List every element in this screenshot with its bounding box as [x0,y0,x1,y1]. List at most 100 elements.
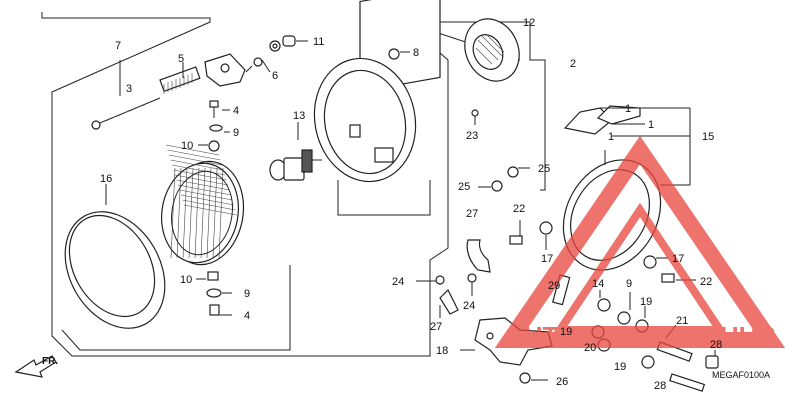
rubber-19-c [641,355,655,369]
washer-9-lower [206,288,232,298]
callout-1-c: 1 [608,131,614,143]
callout-2: 2 [570,58,576,70]
screw-24-a [416,275,445,285]
watermark-text-left: AUTO [505,321,578,351]
callout-22-left: 22 [513,203,525,215]
nut-25-a [507,166,530,178]
callout-labels: 7 5 3 11 6 8 12 2 4 9 10 13 23 16 10 9 4… [100,17,770,392]
lens-grille-line [176,167,182,259]
callout-26: 26 [556,376,568,388]
callout-19-b: 19 [560,326,572,338]
callout-12: 12 [523,17,535,29]
collar-11 [282,35,308,47]
callout-7: 7 [115,40,121,52]
callout-27-b: 27 [430,321,442,333]
washer-9-right [617,292,631,325]
callout-28-a: 28 [710,339,722,351]
callout-20: 20 [584,342,596,354]
nut-25-b [478,180,503,192]
callout-14: 14 [592,278,604,290]
lens-grille-line [212,167,218,259]
washer-10-lower [196,271,219,281]
diagram-code: MEGAF0100A [712,370,770,380]
lens-grille-line [167,149,221,161]
callout-10-lower: 10 [180,274,192,286]
watermark-text-right: HUB [720,321,776,351]
direction-label: FR. [42,356,58,367]
lens-grille-line [180,194,235,206]
callout-6: 6 [272,70,278,82]
grommet-17-left [539,221,553,250]
callout-28-b: 28 [654,380,666,392]
washer-9-upper [209,124,230,133]
bolt-29 [552,274,571,306]
callout-27-a: 27 [466,208,478,220]
adjust-spring [159,62,201,94]
callout-17-left: 17 [541,253,553,265]
collar-14 [597,290,611,312]
callout-29: 29 [548,280,560,292]
watermark-logo: AUTO MOTO HUB [494,135,786,351]
callout-21: 21 [676,315,688,327]
callout-4-upper: 4 [233,105,239,117]
callout-19-c: 19 [614,361,626,373]
front-direction-arrow: FR. [14,355,58,378]
callout-9-upper: 9 [233,127,239,139]
label-stickers [563,105,691,186]
callout-24-a: 24 [392,276,404,288]
grommet-17-right [643,255,668,269]
bolt-4-upper [209,100,230,118]
callout-8: 8 [413,47,419,59]
lens-grille-line [170,167,176,259]
adjust-bolt [91,60,161,130]
headlight-case [313,0,441,183]
lens-grille-line [170,159,224,171]
callout-19-a: 19 [640,296,652,308]
adjust-nut-block [204,53,246,87]
watermark-text-mid: MOTO [582,321,660,351]
headlight-bulb [269,122,322,181]
callout-3: 3 [126,83,132,95]
lens-grille-line [206,167,212,259]
callout-22-right: 22 [700,276,712,288]
callout-23: 23 [466,130,478,142]
bolt-28-b [669,373,706,392]
screw-24-b [467,273,477,296]
clamp-27-upper [466,239,491,273]
lens-grille-line [218,167,224,259]
headlight-outline [61,265,291,351]
callout-18: 18 [436,345,448,357]
callout-4-lower: 4 [244,310,250,322]
lens-grille-line [194,167,200,259]
callout-13: 13 [293,110,305,122]
bolt-4-lower [209,304,232,316]
lens-grille-line [168,154,223,166]
bolt-22-left [509,220,523,245]
callout-25-a: 25 [538,163,550,175]
rear-cap [464,18,520,82]
lens-grille-line [188,167,194,259]
callout-24-b: 24 [463,300,475,312]
bolt-28-a [705,350,719,369]
lens-grille-line [165,144,220,156]
callout-1-b: 1 [648,119,654,131]
nut-6 [269,40,281,52]
lens-grille-line [174,174,229,186]
assembly-outline [41,12,546,357]
callout-25-b: 25 [458,181,470,193]
callout-11: 11 [313,36,324,48]
lens-grille-line [183,204,238,216]
callout-9-right: 9 [626,278,632,290]
callout-16: 16 [100,173,112,185]
callout-15: 15 [702,131,714,143]
clamp-27-lower [439,288,459,318]
lens-grille-line [173,169,227,181]
callout-1-a: 1 [625,103,631,115]
callout-10-upper: 10 [181,140,193,152]
screw-6 [245,57,271,73]
headlight-case-right [562,150,662,271]
callout-17-right: 17 [672,253,684,265]
lens-grille-line [200,167,206,259]
washer-10-upper [198,140,220,152]
